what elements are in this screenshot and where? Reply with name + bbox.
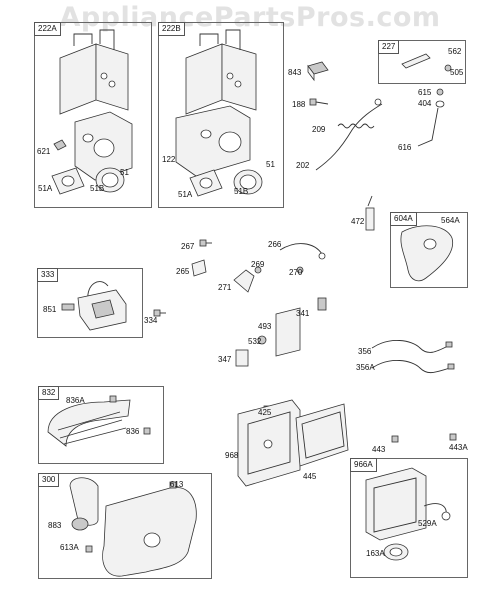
callout-267: 267: [181, 242, 195, 251]
callout-270: 270: [289, 268, 303, 277]
air-filter-445-drawing: [295, 403, 349, 467]
spring-209-drawing: [337, 123, 375, 129]
callout-843: 843: [288, 68, 302, 77]
callout-613: 613: [170, 480, 184, 489]
muffler-guard-832-drawing: [47, 395, 151, 447]
callout-122: 122: [162, 155, 176, 164]
callout-202: 202: [296, 161, 310, 170]
callout-163a: 163A: [366, 549, 385, 558]
screw-267-drawing: [199, 239, 207, 247]
muffler-300-drawing: [69, 477, 197, 577]
callout-443a: 443A: [449, 443, 468, 452]
callout-51a: 51A: [38, 184, 53, 193]
link-rod-202-drawing: [315, 103, 383, 171]
box-222b-tag: 222B: [158, 22, 185, 36]
callout-968: 968: [225, 451, 239, 460]
callout-613a: 613A: [60, 543, 79, 552]
callout-851: 851: [43, 305, 57, 314]
callout-266: 266: [268, 240, 282, 249]
callout-51b: 51B: [90, 184, 105, 193]
callout-616: 616: [398, 143, 412, 152]
callout-51b: 51B: [234, 187, 249, 196]
callout-532: 532: [248, 337, 262, 346]
callout-883: 883: [48, 521, 62, 530]
callout-564a: 564A: [441, 216, 460, 225]
part-347-drawing: [235, 349, 249, 367]
plate-493-drawing: [275, 307, 301, 357]
switch-341-drawing: [317, 297, 327, 311]
callout-51: 51: [266, 160, 275, 169]
watermark-text: AppliancePartsPros.com: [59, 2, 441, 33]
box-227-tag: 227: [378, 40, 400, 54]
box-832-tag: 832: [38, 386, 60, 400]
callout-188: 188: [292, 100, 306, 109]
linkage-271-drawing: [233, 269, 255, 293]
callout-493: 493: [258, 322, 272, 331]
air-cleaner-base-968-drawing: [237, 399, 301, 487]
callout-505: 505: [450, 68, 464, 77]
callout-562: 562: [448, 47, 462, 56]
callout-425: 425: [258, 408, 272, 417]
box-966a: [350, 458, 468, 578]
control-bracket-222a-drawing: [51, 29, 133, 195]
air-cleaner-966a-drawing: [365, 467, 451, 561]
box-222b: [158, 22, 284, 208]
control-bracket-222b-drawing: [175, 29, 263, 197]
callout-347: 347: [218, 355, 232, 364]
callout-356: 356: [358, 347, 372, 356]
terminal-472-drawing: [365, 207, 375, 231]
callout-836a: 836A: [66, 396, 85, 405]
box-832: [38, 386, 164, 464]
callout-334: 334: [144, 316, 158, 325]
box-300-tag: 300: [38, 473, 60, 487]
cable-266-drawing: [279, 243, 323, 255]
callout-472: 472: [351, 217, 365, 226]
box-333-tag: 333: [37, 268, 59, 282]
shaft-616-drawing: [417, 88, 445, 147]
ignition-coil-333-drawing: [61, 281, 127, 331]
box-222a: [34, 22, 152, 208]
box-333: [37, 268, 143, 338]
box-604a-tag: 604A: [390, 212, 417, 226]
wire-356-drawing: [371, 340, 449, 353]
box-227: [378, 40, 466, 84]
clip-265-drawing: [191, 259, 207, 277]
lever-227-drawing: [401, 53, 452, 72]
callout-836: 836: [126, 427, 140, 436]
air-guide-604a-drawing: [400, 225, 454, 282]
callout-209: 209: [312, 125, 326, 134]
callout-443: 443: [372, 445, 386, 454]
callout-51a: 51A: [178, 190, 193, 199]
box-604a: [390, 212, 468, 288]
callout-51: 51: [120, 168, 129, 177]
callout-621: 621: [37, 147, 51, 156]
callout-265: 265: [176, 267, 190, 276]
box-300: [38, 473, 212, 579]
box-222a-tag: 222A: [34, 22, 61, 36]
callout-404: 404: [418, 99, 432, 108]
callout-356a: 356A: [356, 363, 375, 372]
callout-269: 269: [251, 260, 265, 269]
callout-271: 271: [218, 283, 232, 292]
callout-445: 445: [303, 472, 317, 481]
box-966a-tag: 966A: [350, 458, 377, 472]
callout-615: 615: [418, 88, 432, 97]
screw-188-drawing: [309, 98, 329, 106]
wire-356a-drawing: [371, 360, 451, 374]
callout-529a: 529A: [418, 519, 437, 528]
callout-341: 341: [296, 309, 310, 318]
